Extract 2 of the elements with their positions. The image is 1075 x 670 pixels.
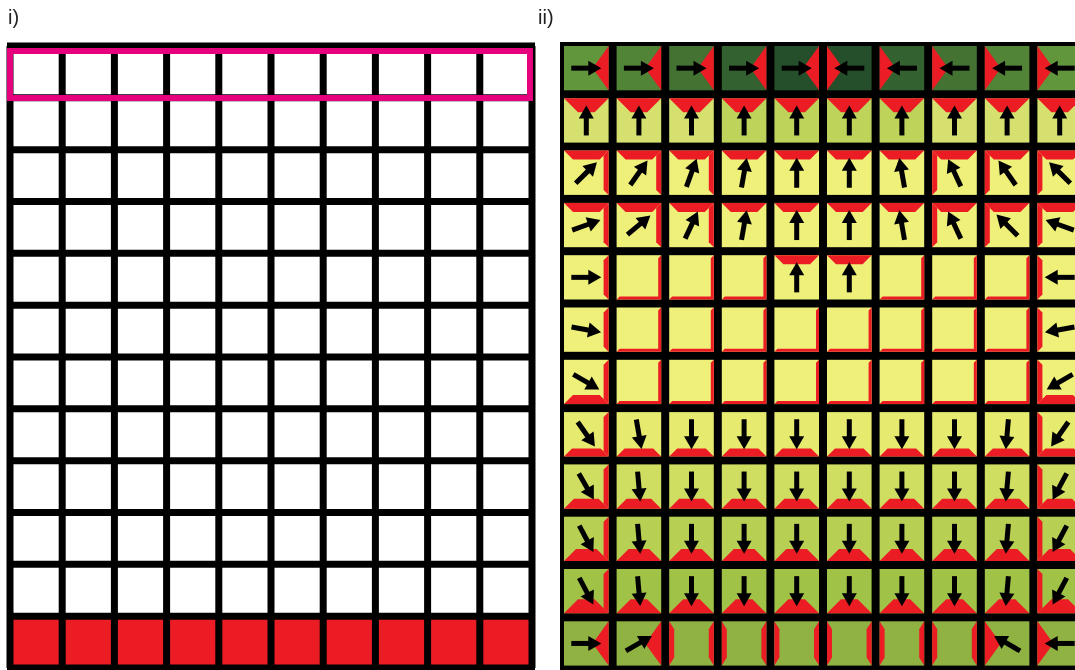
panel-label: ii) xyxy=(538,6,554,28)
panel-label: i) xyxy=(8,6,20,28)
